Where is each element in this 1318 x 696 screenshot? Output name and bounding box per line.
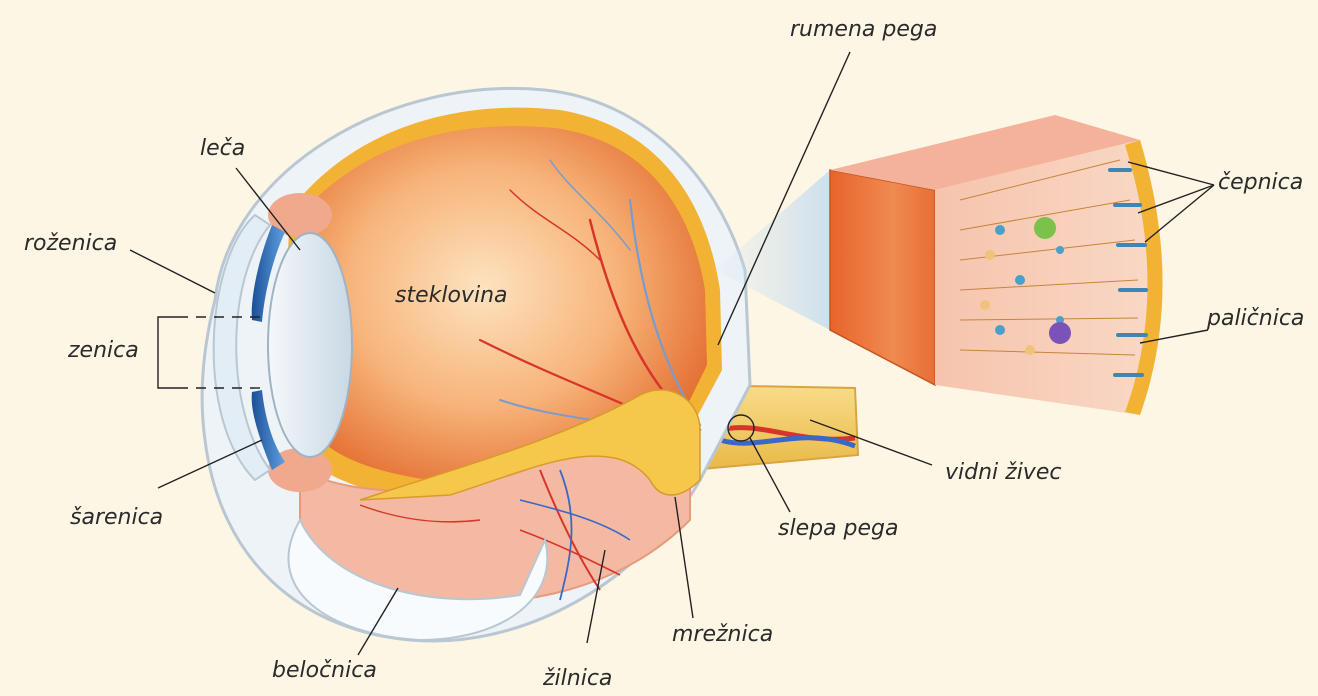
label-palicnica: paličnica — [1207, 308, 1304, 330]
label-belocnica: beločnica — [272, 660, 377, 682]
label-mreznica: mrežnica — [672, 624, 773, 646]
label-vidni-zivec: vidni živec — [945, 462, 1061, 484]
label-zenica: zenica — [68, 340, 139, 362]
label-rozenica: roženica — [24, 233, 117, 255]
label-slepa-pega: slepa pega — [778, 518, 899, 540]
label-steklovina: steklovina — [395, 285, 508, 307]
label-leca: leča — [200, 138, 245, 160]
label-zilnica: žilnica — [543, 668, 612, 690]
label-cepnica: čepnica — [1218, 172, 1303, 194]
label-rumena-pega: rumena pega — [790, 19, 937, 41]
label-sarenica: šarenica — [70, 507, 163, 529]
lens — [268, 233, 352, 457]
retina-block — [715, 115, 1163, 415]
